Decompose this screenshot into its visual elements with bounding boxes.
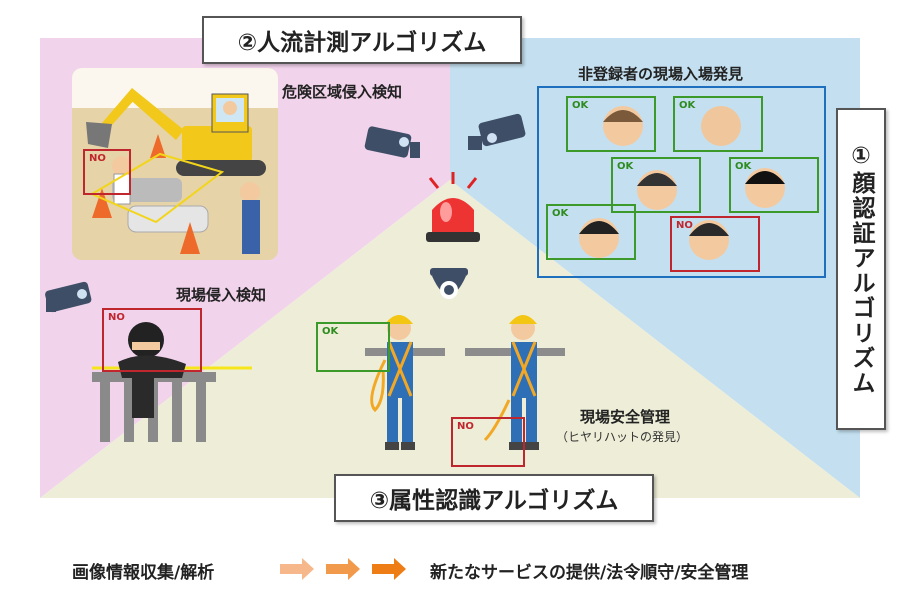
danger-zone-no-box: NO [83, 149, 131, 195]
face-group-box [537, 86, 826, 278]
ok-label: OK [679, 100, 696, 111]
face-ok-box-5: OK [546, 204, 636, 260]
harness-workers-illustration [365, 315, 565, 450]
no-label: NO [89, 153, 106, 164]
camera-icon-3 [45, 281, 92, 313]
attribute-recognition-title: ③属性認識アルゴリズム [334, 474, 654, 522]
blue-region [450, 38, 860, 498]
construction-scene [72, 68, 278, 260]
no-label: NO [108, 312, 125, 323]
harness-ok-box: OK [316, 322, 390, 372]
harness-no-box: NO [451, 417, 525, 467]
intruder-illustration [92, 322, 252, 442]
face-no-box: NO [670, 216, 760, 272]
intrusion-no-box: NO [102, 308, 202, 372]
dome-camera-icon [430, 268, 468, 299]
arrow-icon-3 [372, 558, 406, 580]
unregistered-label: 非登録者の現場入場発見 [578, 65, 744, 83]
faces-illustration [579, 106, 785, 260]
ok-label: OK [552, 208, 569, 219]
excavator-illustration [72, 68, 278, 260]
ok-label: OK [572, 100, 589, 111]
hiyari-hatto-label: （ヒヤリハットの発見） [556, 430, 689, 444]
beige-region [40, 180, 860, 498]
danger-zone-label: 危険区域侵入検知 [282, 83, 403, 101]
arrow-icon-1 [280, 558, 314, 580]
ok-label: OK [322, 326, 339, 337]
face-ok-box-3: OK [611, 157, 701, 213]
ok-label: OK [617, 161, 634, 172]
face-ok-box-1: OK [566, 96, 656, 152]
safety-mgmt-label: 現場安全管理 [580, 408, 671, 426]
no-label: NO [457, 421, 474, 432]
face-recognition-title: ①顔認証アルゴリズム [836, 108, 886, 430]
site-intrusion-label: 現場侵入検知 [176, 286, 267, 304]
siren-icon [426, 172, 480, 242]
people-flow-title: ②人流計測アルゴリズム [202, 16, 522, 64]
face-ok-box-2: OK [673, 96, 763, 152]
footer-right-text: 新たなサービスの提供/法令順守/安全管理 [430, 563, 749, 583]
face-ok-box-4: OK [729, 157, 819, 213]
footer-left-text: 画像情報収集/解析 [72, 563, 215, 583]
ok-label: OK [735, 161, 752, 172]
arrow-icon-2 [326, 558, 360, 580]
no-label: NO [676, 220, 693, 231]
camera-icon-2 [468, 113, 526, 150]
camera-icon-1 [364, 126, 420, 158]
